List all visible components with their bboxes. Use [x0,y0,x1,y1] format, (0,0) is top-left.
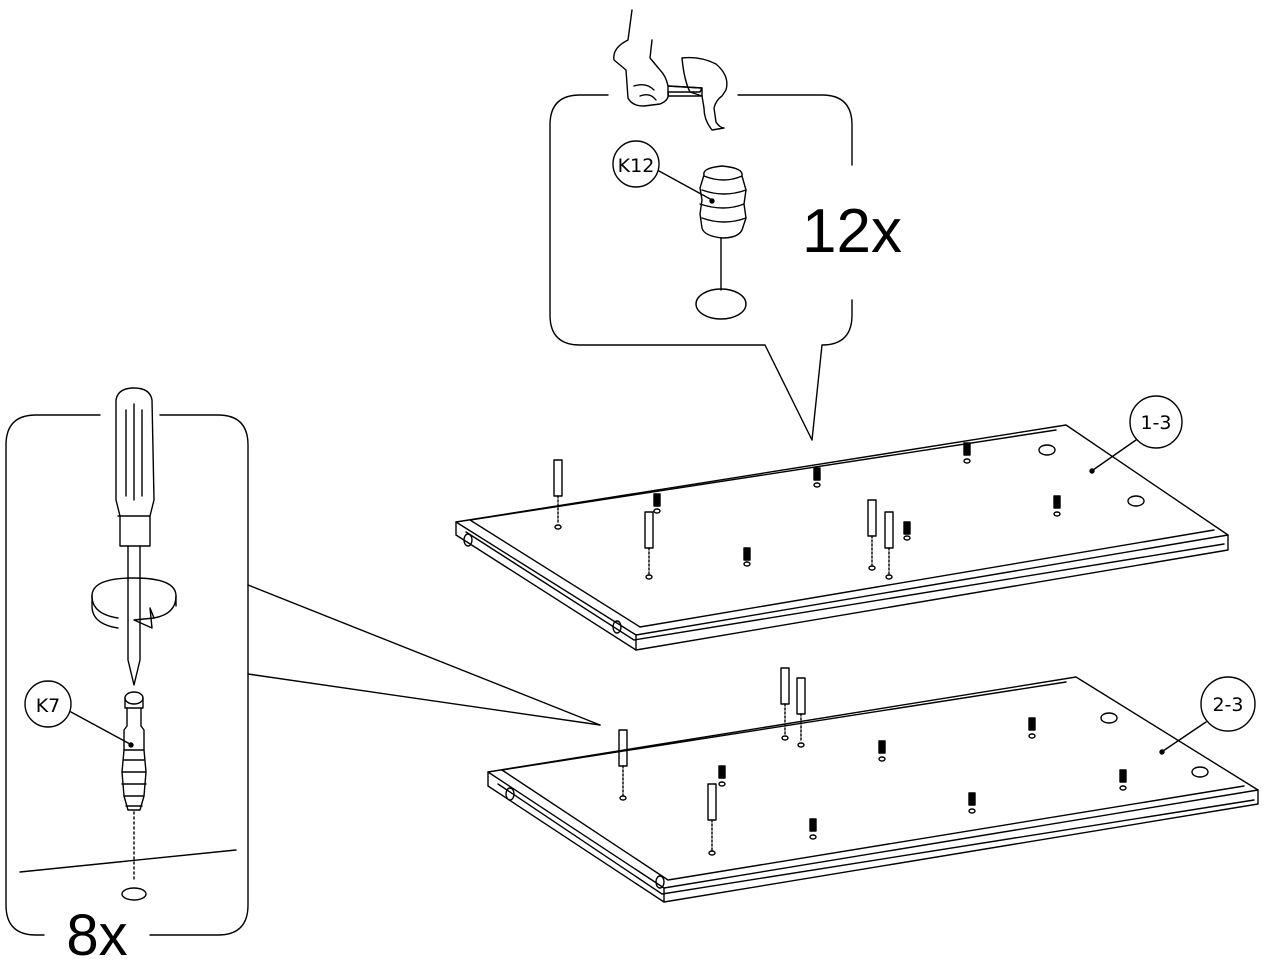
panel-2-3-bolts [618,667,806,856]
k12-callout [549,9,853,441]
panel-1-3-dowels [653,442,1061,561]
panel-1-3-label: 1-3 [1140,412,1171,434]
k12-quantity-label: 12x [802,197,902,266]
k7-callout [5,387,601,936]
k7-quantity-label: 8x [66,903,127,961]
hammer-icon [613,9,728,131]
panel-1-3-bolts [553,459,894,580]
k12-badge [612,140,660,188]
k12-hole [695,288,747,320]
panel-2-3 [487,676,1259,903]
k7-leader-lower [247,673,601,726]
rotate-arrow-icon [91,577,177,629]
k7-part-label: K7 [36,695,61,717]
k7-hole [121,887,147,901]
panel-2-3-badge [1200,676,1256,732]
panel-1-3-badge [1129,395,1183,449]
k12-part-label: K12 [618,155,655,177]
panel-2-3-dowel-holes [718,733,1127,840]
k12-dowel-icon [695,165,747,320]
k7-leader-upper [247,584,601,726]
k12-callout-frame [549,94,853,441]
k7-badge [24,680,72,728]
screwdriver-icon [115,387,155,686]
panel-1-3 [455,424,1229,651]
k7-bolt-icon [121,691,147,901]
panel-2-3-dowels [718,717,1127,832]
panel-1-3-dowel-holes [653,458,1061,567]
panel-2-3-label: 2-3 [1212,694,1243,716]
k7-callout-frame [5,414,249,936]
